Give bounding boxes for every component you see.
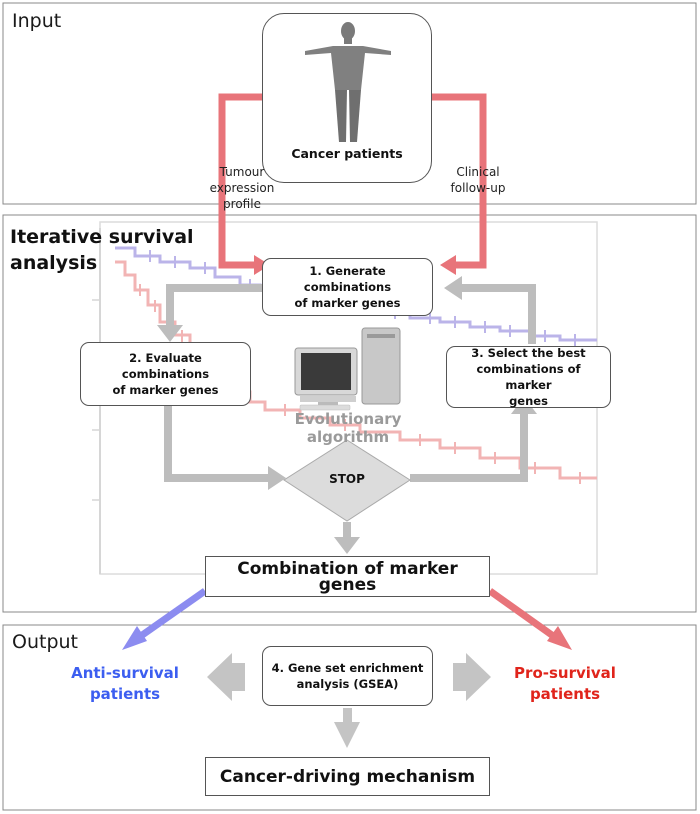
down-block-arrow	[334, 722, 360, 748]
evolution-loop-arrows	[164, 284, 536, 540]
computer-icon	[294, 327, 401, 411]
output-panel-title: Output	[12, 631, 78, 653]
generate-combinations-box: 1. Generate combinations of marker genes	[262, 258, 433, 316]
evolutionary-algorithm-label: Evolutionary algorithm	[294, 410, 402, 446]
evaluate-combinations-box: 2. Evaluate combinations of marker genes	[80, 342, 251, 406]
stop-diamond	[283, 439, 411, 522]
left-block-arrow	[207, 653, 245, 701]
expression-profile-label: Tumour expression profile	[209, 165, 275, 211]
expression-arrow	[218, 93, 262, 269]
cancer-patients-label: Cancer patients	[291, 146, 403, 161]
clinical-followup-label: Clinical follow-up	[450, 165, 506, 195]
pro-survival-label: Pro-survival patients	[514, 664, 616, 703]
stop-label: STOP	[329, 472, 365, 486]
cancer-mechanism-box: Cancer-driving mechanism	[205, 757, 490, 796]
input-panel-title: Input	[12, 10, 62, 32]
gsea-box: 4. Gene set enrichment analysis (GSEA)	[262, 646, 433, 706]
followup-arrow	[432, 93, 487, 269]
analysis-panel-title: Iterative survival analysis	[10, 226, 194, 274]
anti-survival-arrow	[135, 588, 208, 641]
cancer-patients-box: Cancer patients	[262, 13, 432, 183]
combination-box: Combination of marker genes	[205, 556, 490, 597]
human-figure-icon	[305, 22, 391, 142]
pro-survival-arrow	[487, 588, 559, 641]
anti-survival-label: Anti-survival patients	[71, 664, 179, 703]
right-block-arrow	[453, 653, 491, 701]
select-best-box: 3. Select the best combinations of marke…	[446, 346, 611, 408]
